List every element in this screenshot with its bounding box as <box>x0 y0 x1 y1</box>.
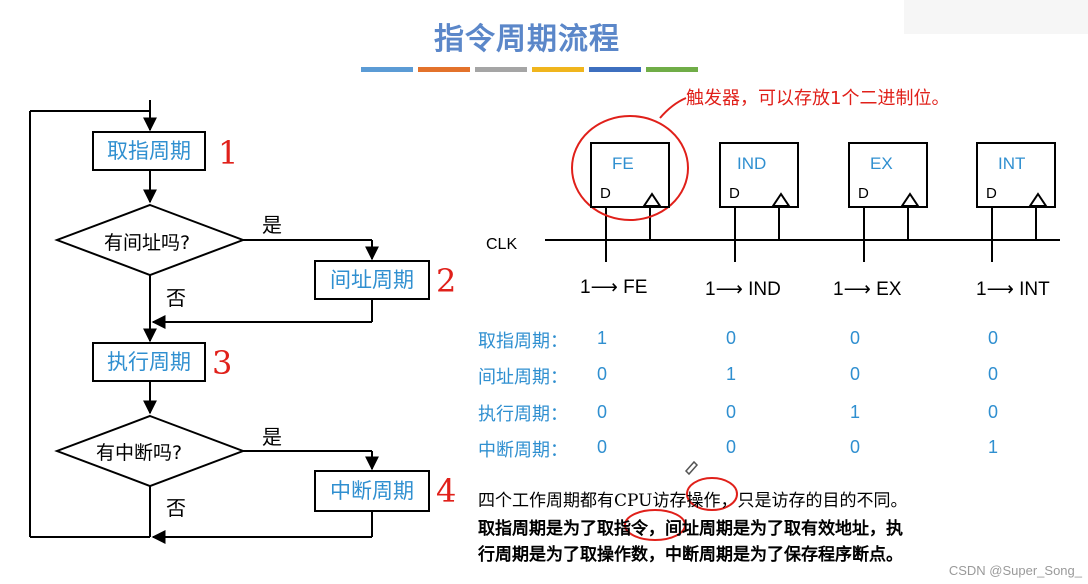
assign-ex: 1⟶ EX <box>833 279 902 300</box>
stripe-6 <box>646 67 698 72</box>
note-line-2: 取指周期是为了取指令，间址周期是为了取有效地址，执 <box>478 519 903 539</box>
fetch-cycle-box: 取指周期 <box>92 131 206 171</box>
assign-ind: 1⟶ IND <box>705 279 781 300</box>
clock-triangle-icon <box>900 192 920 207</box>
state-row-label: 执行周期： <box>478 404 568 425</box>
no-label-1: 否 <box>166 286 186 310</box>
state-value: 1 <box>850 402 861 422</box>
yes-label-2: 是 <box>262 425 282 449</box>
flip-flop-input: D <box>600 185 611 202</box>
top-right-blank-box <box>904 0 1088 34</box>
state-value: 0 <box>597 402 608 422</box>
indirect-cycle-box: 间址周期 <box>314 260 430 300</box>
flip-flop-annotation: 触发器，可以存放1个二进制位。 <box>686 88 950 109</box>
state-value: 0 <box>597 437 608 457</box>
state-value: 0 <box>726 402 737 422</box>
state-value: 1 <box>597 328 608 348</box>
flip-flop-name: IND <box>737 154 767 173</box>
assign-fe: 1⟶ FE <box>580 277 648 298</box>
interrupt-question: 有中断吗? <box>96 442 183 464</box>
clock-triangle-icon <box>771 192 791 207</box>
indirect-question: 有间址吗? <box>104 232 191 254</box>
state-row-label: 间址周期： <box>478 367 568 388</box>
state-value: 1 <box>988 437 999 457</box>
flip-flop-ind: IND D <box>719 142 799 208</box>
clock-triangle-icon <box>642 192 662 207</box>
handwritten-mark-2: 2 <box>436 262 457 300</box>
stripe-3 <box>475 67 527 72</box>
state-value: 0 <box>726 437 737 457</box>
flip-flop-name: FE <box>612 154 634 173</box>
no-label-2: 否 <box>166 496 186 520</box>
handwritten-mark-4: 4 <box>436 472 457 510</box>
note-line-1: 四个工作周期都有CPU访存操作，只是访存的目的不同。 <box>478 491 908 511</box>
flip-flop-input: D <box>986 185 997 202</box>
flip-flop-name: INT <box>998 154 1026 173</box>
watermark: CSDN @Super_Song_ <box>948 563 1082 578</box>
flip-flop-input: D <box>729 185 740 202</box>
execute-cycle-box: 执行周期 <box>92 342 206 382</box>
state-row-label: 中断周期： <box>478 440 568 461</box>
stripe-2 <box>418 67 470 72</box>
state-value: 0 <box>726 328 737 348</box>
flip-flop-int: INT D <box>976 142 1056 208</box>
state-value: 0 <box>597 364 608 384</box>
flip-flop-input: D <box>858 185 869 202</box>
stripe-4 <box>532 67 584 72</box>
state-value: 0 <box>988 402 999 422</box>
clock-label: CLK <box>486 236 518 253</box>
interrupt-cycle-box: 中断周期 <box>314 470 430 512</box>
stripe-1 <box>361 67 413 72</box>
flip-flop-fe: FE D <box>590 142 670 208</box>
state-row-label: 取指周期： <box>478 331 568 352</box>
flip-flop-ex: EX D <box>848 142 928 208</box>
assign-int: 1⟶ INT <box>976 279 1050 300</box>
yes-label-1: 是 <box>262 213 282 237</box>
page-title: 指令周期流程 <box>434 22 620 57</box>
state-value: 0 <box>850 364 861 384</box>
stripe-5 <box>589 67 641 72</box>
state-value: 1 <box>726 364 737 384</box>
state-value: 0 <box>850 437 861 457</box>
note-line-3: 行周期是为了取操作数，中断周期是为了保存程序断点。 <box>478 545 903 565</box>
state-value: 0 <box>988 364 999 384</box>
handwritten-mark-1: 1 <box>218 134 239 172</box>
handwritten-mark-3: 3 <box>212 344 233 382</box>
state-value: 0 <box>988 328 999 348</box>
clock-triangle-icon <box>1028 192 1048 207</box>
state-value: 0 <box>850 328 861 348</box>
flip-flop-name: EX <box>870 154 893 173</box>
